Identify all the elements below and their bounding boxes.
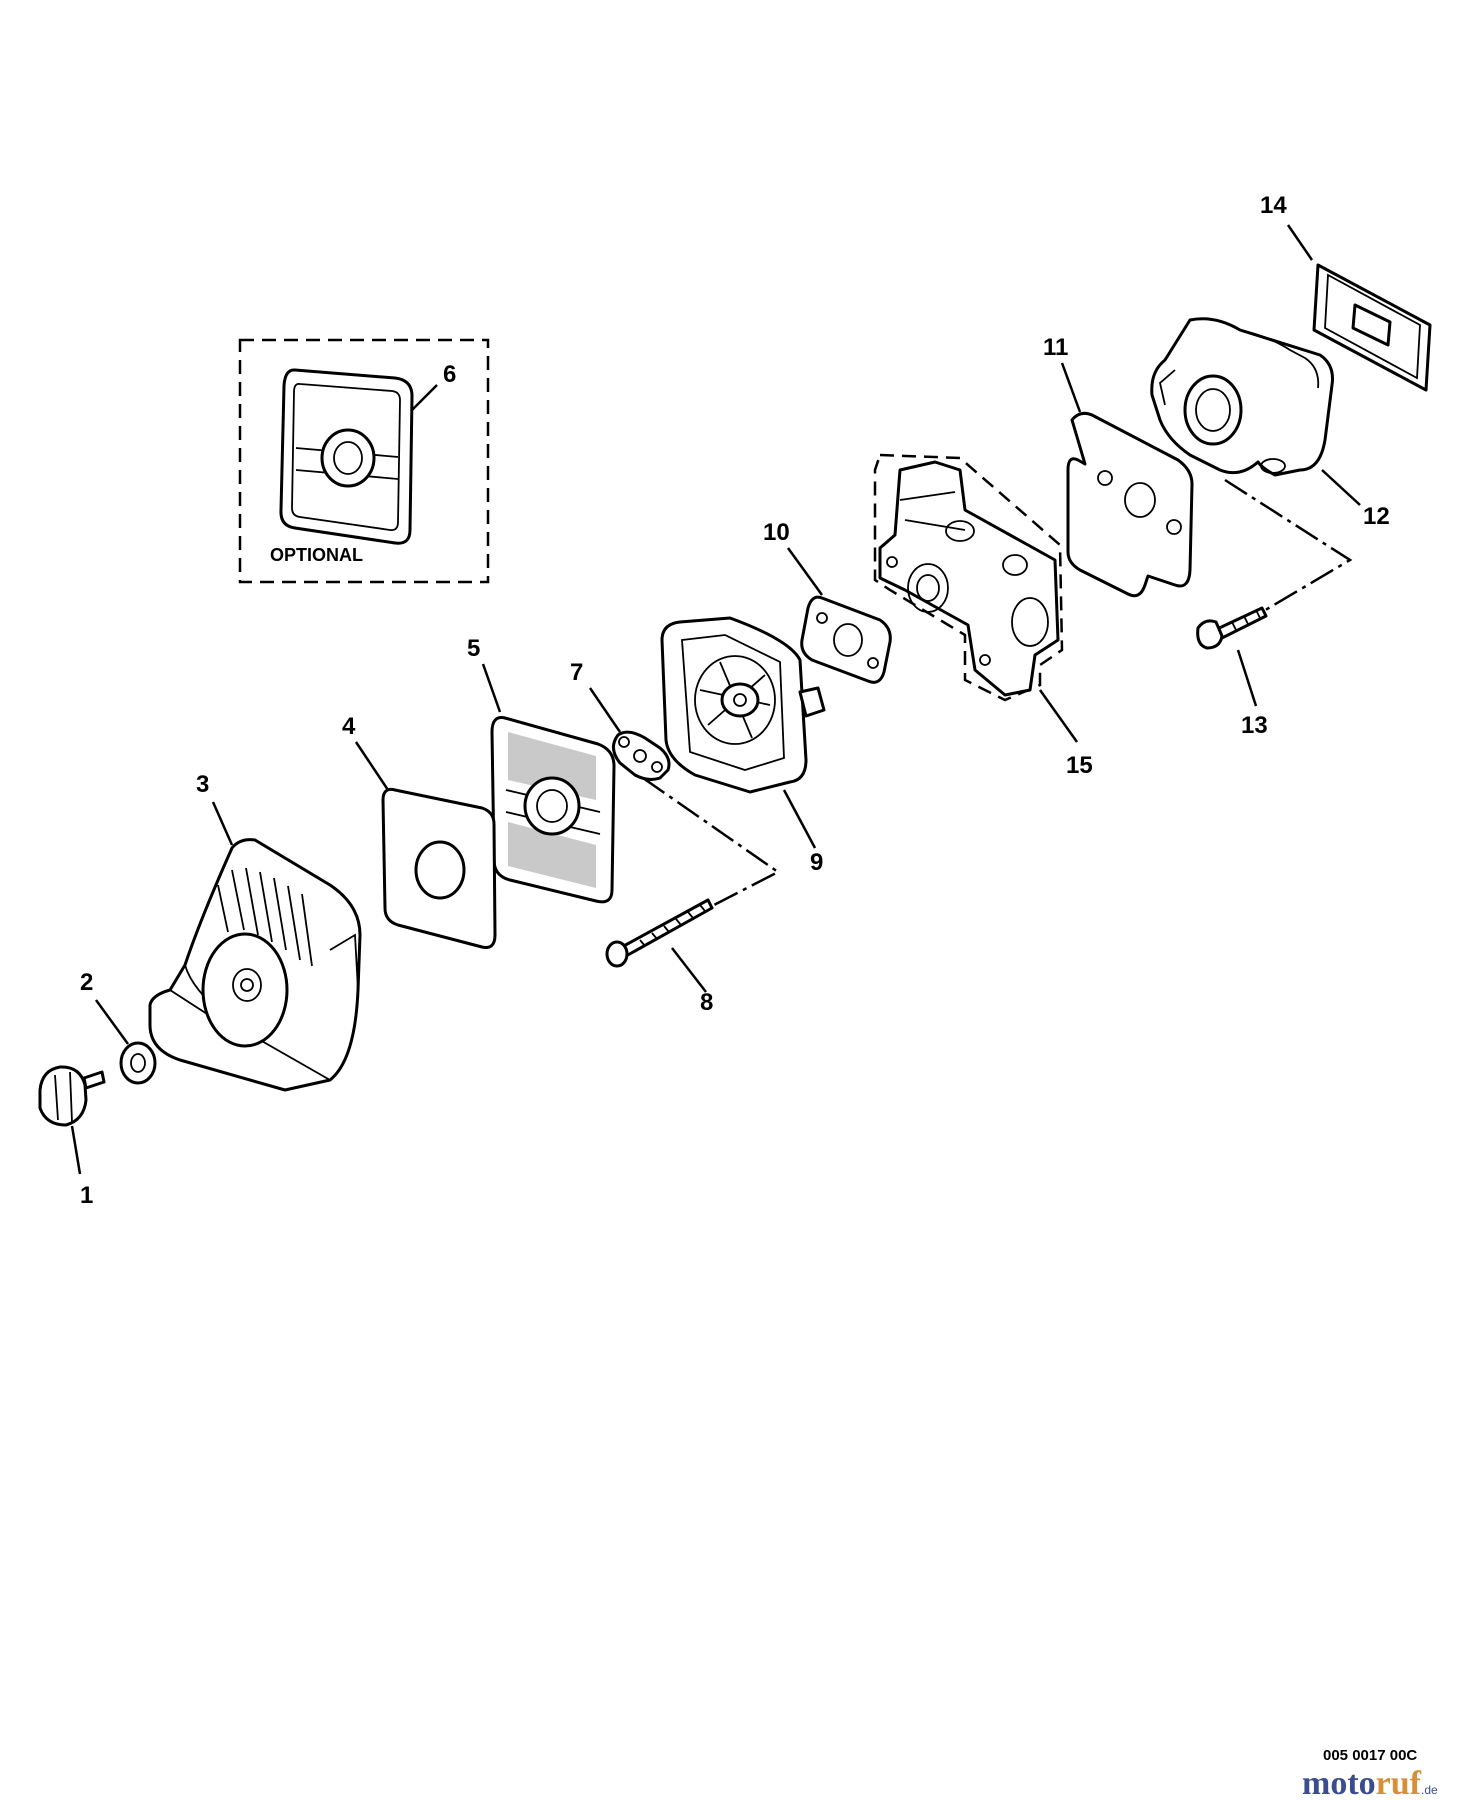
part-14-gasket [1312, 263, 1432, 392]
part-15-carburetor [873, 453, 1064, 702]
callout-14: 14 [1260, 192, 1287, 219]
part-12-insulator [1150, 317, 1334, 477]
callout-7: 7 [570, 659, 583, 686]
optional-box: OPTIONAL [238, 338, 490, 584]
part-10-gasket [800, 595, 892, 684]
callout-12: 12 [1363, 503, 1390, 530]
callout-15: 15 [1066, 752, 1093, 779]
part-13-screw [1196, 606, 1268, 650]
callout-8: 8 [700, 989, 713, 1016]
callout-3: 3 [196, 771, 209, 798]
callout-5: 5 [467, 635, 480, 662]
leader-lines [70, 224, 1361, 1175]
svg-text:motoruf.de: motoruf.de [1302, 1765, 1438, 1800]
callout-10: 10 [763, 519, 790, 546]
callout-4: 4 [342, 713, 356, 740]
part-4-foam-filter [381, 788, 497, 949]
optional-label: OPTIONAL [270, 545, 363, 565]
assembly-lines [642, 478, 1353, 907]
drawing-code: 005 0017 00C [1323, 1747, 1417, 1764]
watermark-logo: motoruf.de [1302, 1765, 1438, 1800]
part-5-filter-element [490, 716, 616, 904]
part-9-filter-base [660, 616, 826, 794]
watermark-part2: ruf [1376, 1765, 1422, 1800]
callout-11: 11 [1043, 334, 1068, 361]
part-3-cover [148, 838, 362, 1092]
callout-9: 9 [810, 849, 823, 876]
watermark-part1: moto [1302, 1765, 1376, 1800]
part-2-washer [119, 1041, 157, 1085]
callout-1: 1 [80, 1182, 93, 1209]
part-7-plate [612, 730, 671, 781]
callout-13: 13 [1241, 712, 1268, 739]
callout-6: 6 [443, 361, 456, 388]
part-11-gasket [1066, 411, 1194, 598]
part-8-screw [605, 898, 714, 968]
part-6-filter-optional [279, 368, 414, 545]
callouts: 1 2 3 4 5 6 7 8 9 10 11 12 13 14 15 [80, 192, 1390, 1209]
callout-2: 2 [80, 969, 93, 996]
part-1-knob [38, 1065, 106, 1127]
watermark-suffix: .de [1421, 1783, 1438, 1797]
